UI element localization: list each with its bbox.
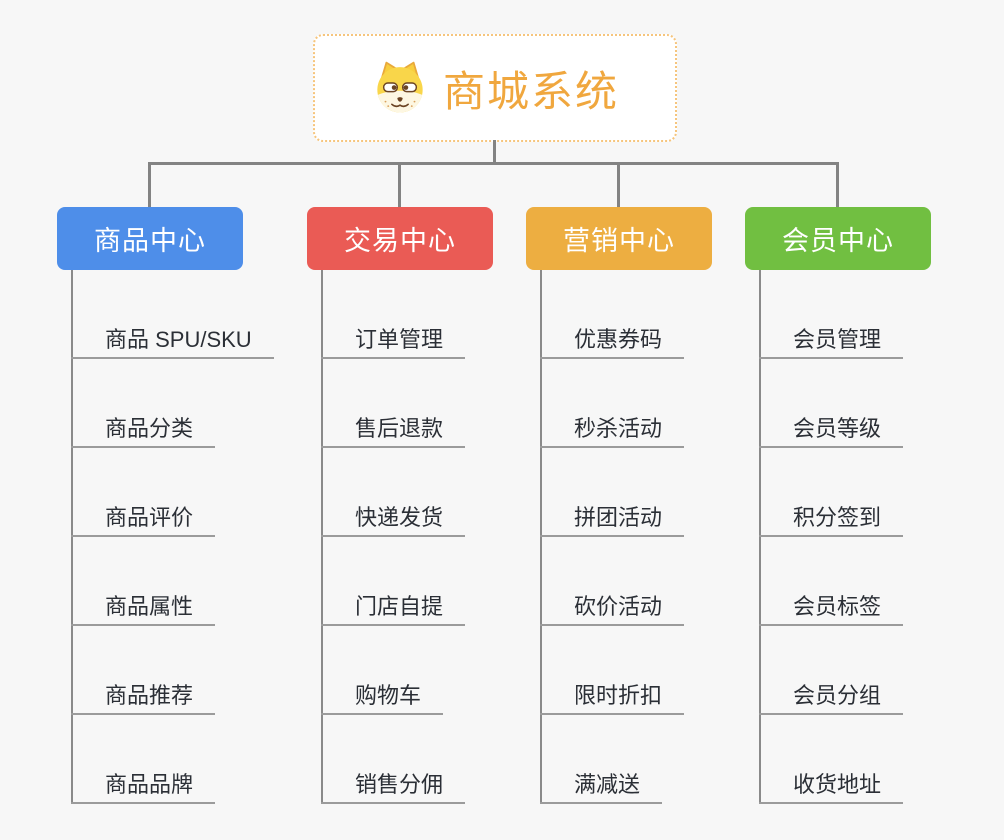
- connector-drop-marketing: [617, 164, 620, 208]
- leaf-item-product-brand[interactable]: 商品品牌: [71, 715, 216, 804]
- branch-node-trade-center[interactable]: 交易中心: [307, 207, 493, 270]
- connector-root-stem: [493, 140, 496, 163]
- leaf-item-member-level[interactable]: 会员等级: [759, 359, 904, 448]
- leaf-item-group-buy[interactable]: 拼团活动: [540, 448, 685, 537]
- leaf-item-express-delivery[interactable]: 快递发货: [321, 448, 466, 537]
- leaf-item-flash-sale[interactable]: 秒杀活动: [540, 359, 685, 448]
- leaf-item-bargain-activity[interactable]: 砍价活动: [540, 537, 685, 626]
- leaf-item-member-group[interactable]: 会员分组: [759, 626, 904, 715]
- branch-node-marketing-center[interactable]: 营销中心: [526, 207, 712, 270]
- leaf-column-trade: 订单管理 售后退款 快递发货 门店自提 购物车 销售分佣: [321, 270, 466, 804]
- leaf-item-member-tag[interactable]: 会员标签: [759, 537, 904, 626]
- leaf-column-marketing: 优惠券码 秒杀活动 拼团活动 砍价活动 限时折扣 满减送: [540, 270, 685, 804]
- connector-drop-member: [836, 164, 839, 208]
- leaf-column-product: 商品 SPU/SKU 商品分类 商品评价 商品属性 商品推荐 商品品牌: [71, 270, 274, 804]
- leaf-item-aftersale-refund[interactable]: 售后退款: [321, 359, 466, 448]
- leaf-item-limited-time-discount[interactable]: 限时折扣: [540, 626, 685, 715]
- leaf-item-points-checkin[interactable]: 积分签到: [759, 448, 904, 537]
- branch-node-member-center[interactable]: 会员中心: [745, 207, 931, 270]
- leaf-column-member: 会员管理 会员等级 积分签到 会员标签 会员分组 收货地址: [759, 270, 904, 804]
- root-title: 商城系统: [442, 67, 619, 115]
- leaf-item-order-management[interactable]: 订单管理: [321, 270, 466, 359]
- connector-drop-product: [148, 164, 151, 208]
- connector-horizontal-bus: [148, 162, 839, 165]
- root-node-mall-system[interactable]: 商城系统: [313, 34, 677, 142]
- leaf-item-product-review[interactable]: 商品评价: [71, 448, 216, 537]
- leaf-item-sales-commission[interactable]: 销售分佣: [321, 715, 466, 804]
- leaf-item-product-spu-sku[interactable]: 商品 SPU/SKU: [71, 270, 274, 359]
- leaf-item-shipping-address[interactable]: 收货地址: [759, 715, 904, 804]
- connector-drop-trade: [398, 164, 401, 208]
- branch-node-product-center[interactable]: 商品中心: [57, 207, 243, 270]
- leaf-item-spend-and-save[interactable]: 满减送: [540, 715, 663, 804]
- leaf-item-coupon-code[interactable]: 优惠券码: [540, 270, 685, 359]
- leaf-item-shopping-cart[interactable]: 购物车: [321, 626, 444, 715]
- leaf-item-product-category[interactable]: 商品分类: [71, 359, 216, 448]
- doge-icon: [377, 61, 423, 113]
- leaf-item-product-attribute[interactable]: 商品属性: [71, 537, 216, 626]
- leaf-item-member-management[interactable]: 会员管理: [759, 270, 904, 359]
- leaf-item-store-pickup[interactable]: 门店自提: [321, 537, 466, 626]
- leaf-item-product-recommend[interactable]: 商品推荐: [71, 626, 216, 715]
